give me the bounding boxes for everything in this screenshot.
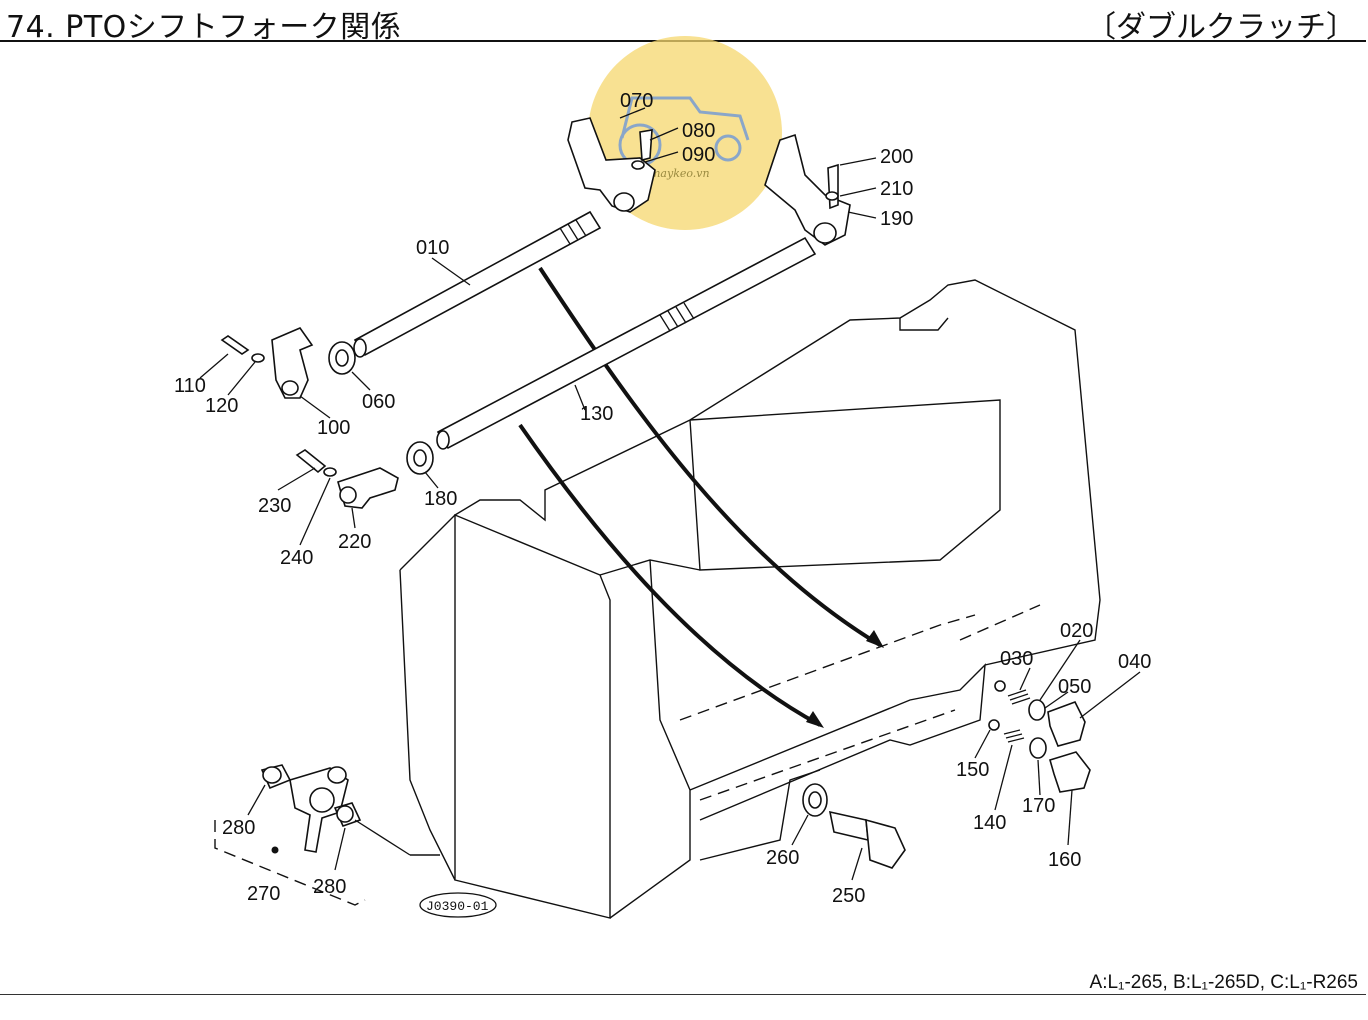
label-190: 190 [880,208,913,230]
oil-seal-180 [406,441,434,475]
plug-250 [828,810,906,869]
label-160: 160 [1048,849,1081,871]
collar-280-left [260,764,292,790]
leader-lines [199,107,1141,881]
label-110: 110 [174,375,206,397]
washer-090 [631,160,645,170]
page-title: 74. PTOシフトフォーク関係 [6,10,402,45]
label-140: 140 [973,812,1006,834]
drawing-code: J0390-01 [426,899,489,914]
shift-arm-220 [337,467,399,509]
shaft-130 [436,236,817,450]
shift-arm-100 [271,327,314,399]
footer-rule [0,994,1366,995]
label-250: 250 [832,885,865,907]
drawing-code-badge: J0390-01 [419,892,497,918]
label-200: 200 [880,146,913,168]
label-040: 040 [1118,651,1151,673]
assembly-arrows [518,266,884,728]
label-020: 020 [1060,620,1093,642]
collar-280-right [333,802,362,828]
transmission-housing [399,279,1101,919]
variant-label: 〔ダブルクラッチ〕 [1086,10,1356,45]
label-060: 060 [362,391,395,413]
guide-lines [214,604,1041,906]
label-050: 050 [1058,676,1091,698]
lever-guide-line [354,819,411,856]
label-120: 120 [205,395,238,417]
washer-120 [251,353,265,363]
lever-assembly-270 [271,766,349,854]
label-130: 130 [580,403,613,425]
label-080: 080 [682,120,715,142]
label-010: 010 [416,237,449,259]
label-180: 180 [424,488,457,510]
detent-set-lower [988,719,1091,793]
label-260: 260 [766,847,799,869]
model-applicability: A:L₁-265, B:L₁-265D, C:L₁-R265 [1089,972,1358,993]
gasket-260 [802,783,828,817]
shaft-010 [353,210,602,358]
label-240: 240 [280,547,313,569]
detent-set-upper [994,680,1086,747]
label-150: 150 [956,759,989,781]
label-280-left: 280 [222,817,255,839]
bolt-080 [639,129,653,162]
bolt-230 [295,449,327,474]
label-280-right: 280 [313,876,346,898]
washer-210 [825,191,839,201]
label-230: 230 [258,495,291,517]
watermark-text: maykeo.vn [650,167,710,180]
label-100: 100 [317,417,350,439]
label-210: 210 [880,178,913,200]
label-270: 270 [247,883,280,905]
washer-240 [323,467,337,477]
label-090: 090 [682,144,715,166]
oil-seal-060 [328,341,356,375]
label-030: 030 [1000,648,1033,670]
label-220: 220 [338,531,371,553]
shift-fork-070 [567,117,656,213]
bolt-110 [220,335,250,355]
label-170: 170 [1022,795,1055,817]
shift-fork-190 [764,133,851,246]
label-070: 070 [620,90,653,112]
